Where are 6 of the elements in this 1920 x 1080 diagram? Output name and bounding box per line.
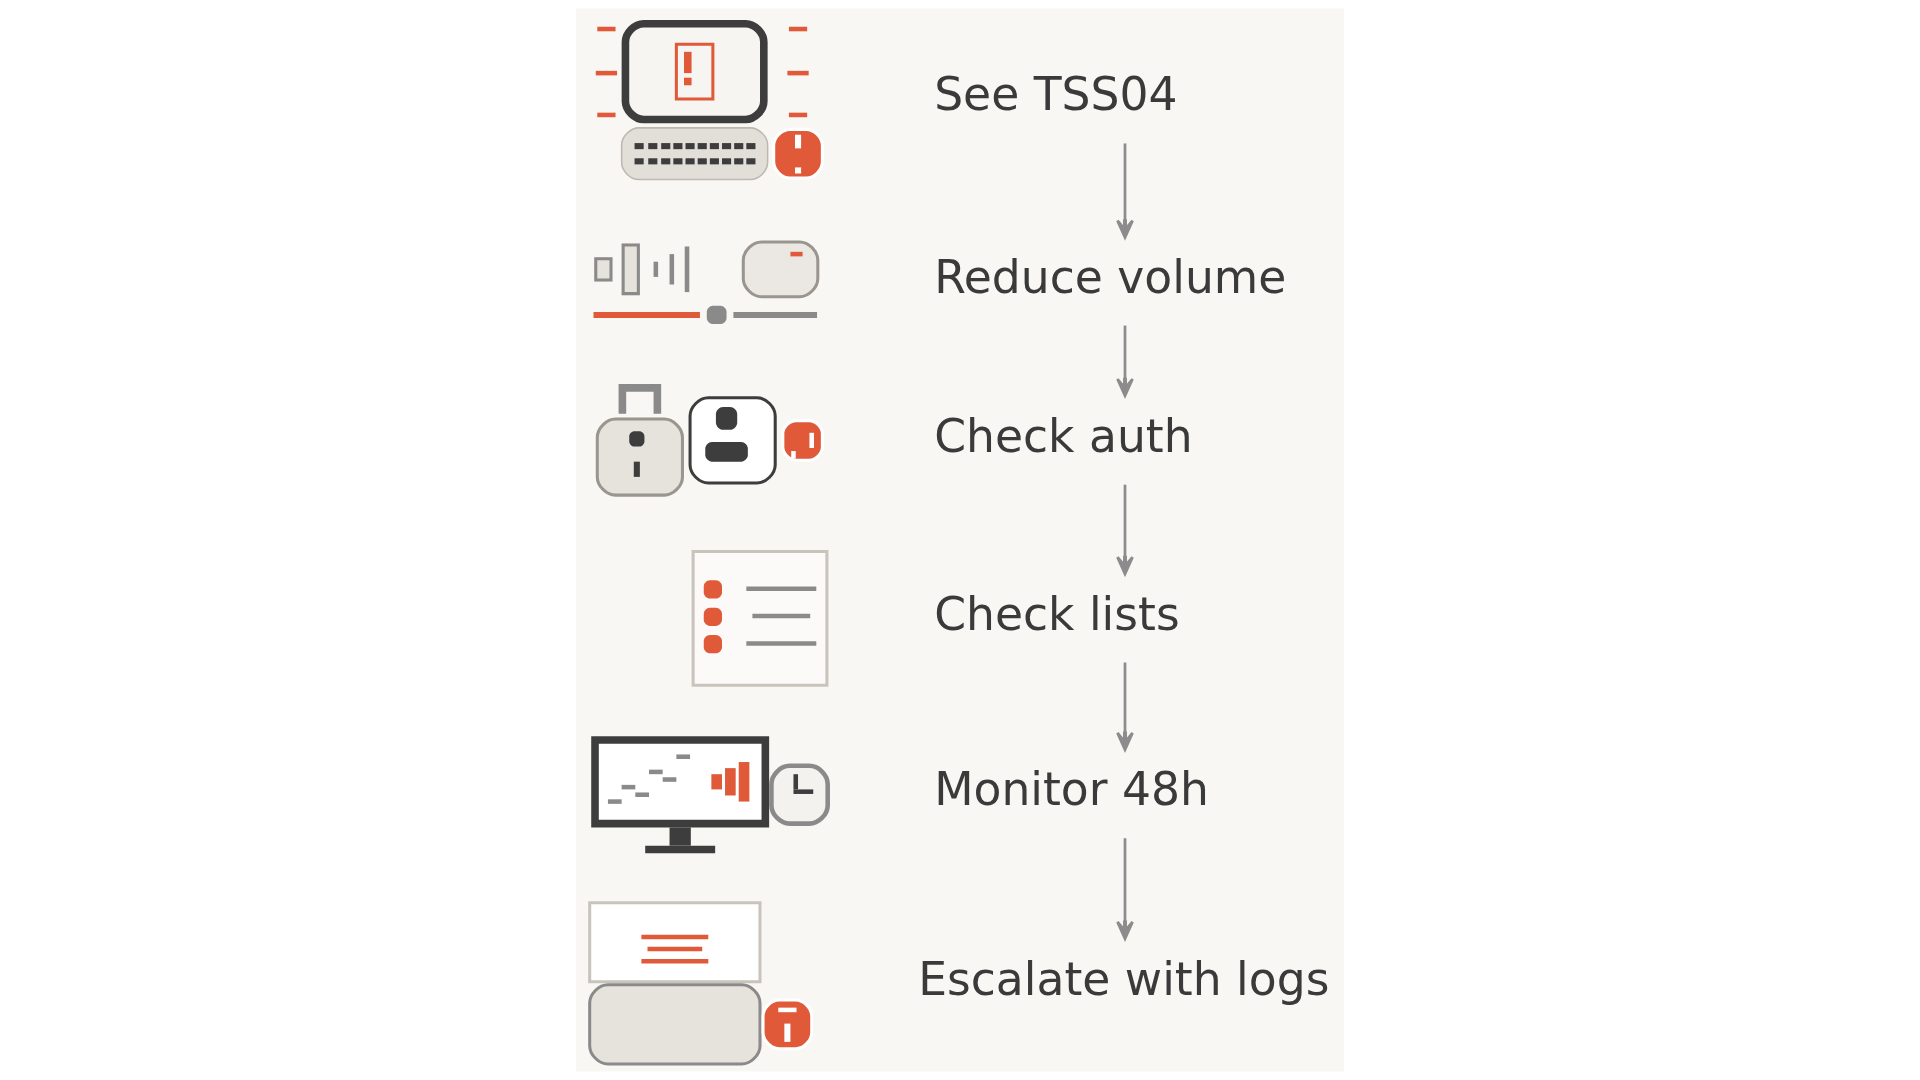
node-text: Check auth [934,409,1193,463]
node-text: See TSS04 [934,68,1178,122]
node-text: Check lists [934,587,1180,641]
node-text: Escalate with logs [918,952,1330,1006]
node-text: Reduce volume [934,250,1287,304]
node-text: Monitor 48h [934,763,1209,817]
